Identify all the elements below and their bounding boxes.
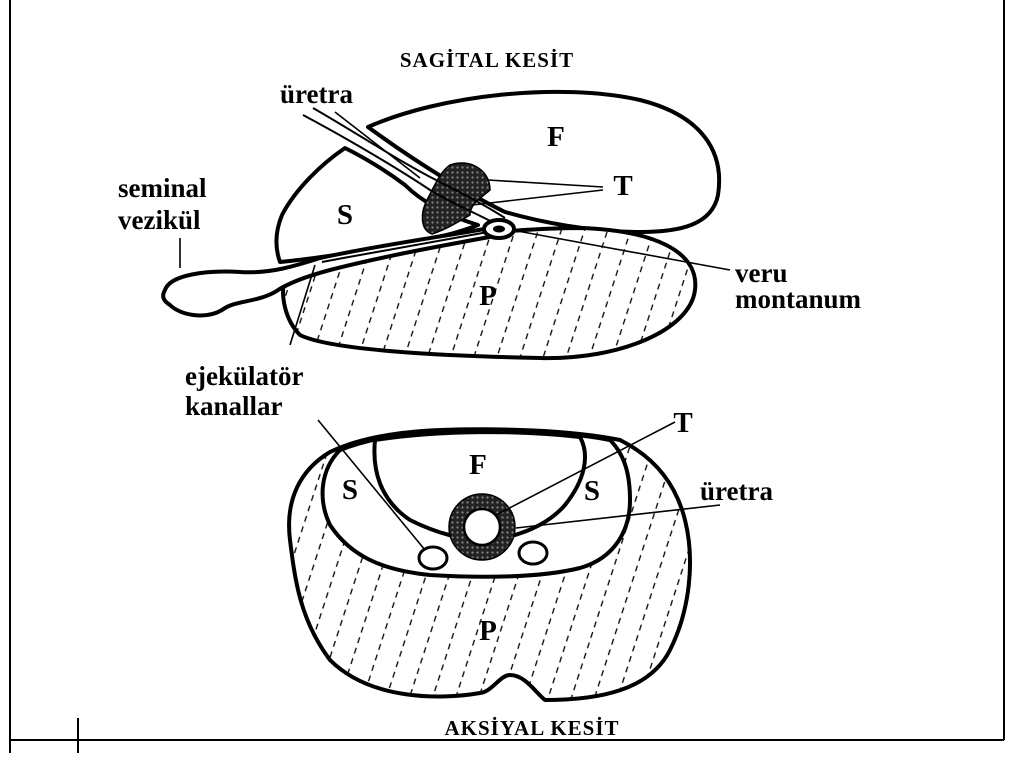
verumontanum-center [493,226,505,233]
axial-s-letter-left: S [342,474,358,506]
sagittal-urethra-label: üretra [280,79,353,109]
axial-section: F S S P T üretra AKSİYAL KESİT [289,407,773,740]
sagittal-t-zone [422,163,490,234]
sagittal-section: SAGİTAL KESİT F S T P üretra seminal vez… [118,48,862,358]
axial-ejaculatory-duct-left [419,547,447,569]
axial-p-letter: P [479,615,497,647]
axial-s-letter-right: S [584,475,600,507]
ejaculatory-label-line-1: ejekülatör [185,361,303,391]
axial-urethra-label: üretra [700,476,773,506]
seminal-label-line-1: seminal [118,173,207,203]
axial-t-letter: T [673,407,692,439]
axial-f-letter: F [469,449,487,481]
sagittal-p-letter: P [479,280,497,312]
axial-title: AKSİYAL KESİT [444,716,619,740]
seminal-label-line-2: vezikül [118,205,201,235]
ejaculatory-label-line-2: kanallar [185,391,283,421]
sagittal-s-letter: S [337,199,353,231]
axial-ejaculatory-duct-right [519,542,547,564]
sagittal-title: SAGİTAL KESİT [400,48,574,72]
sagittal-t-letter: T [613,170,632,202]
axial-urethra [464,509,500,545]
sagittal-f-letter: F [547,121,565,153]
veru-label-line-2: montanum [735,284,862,314]
